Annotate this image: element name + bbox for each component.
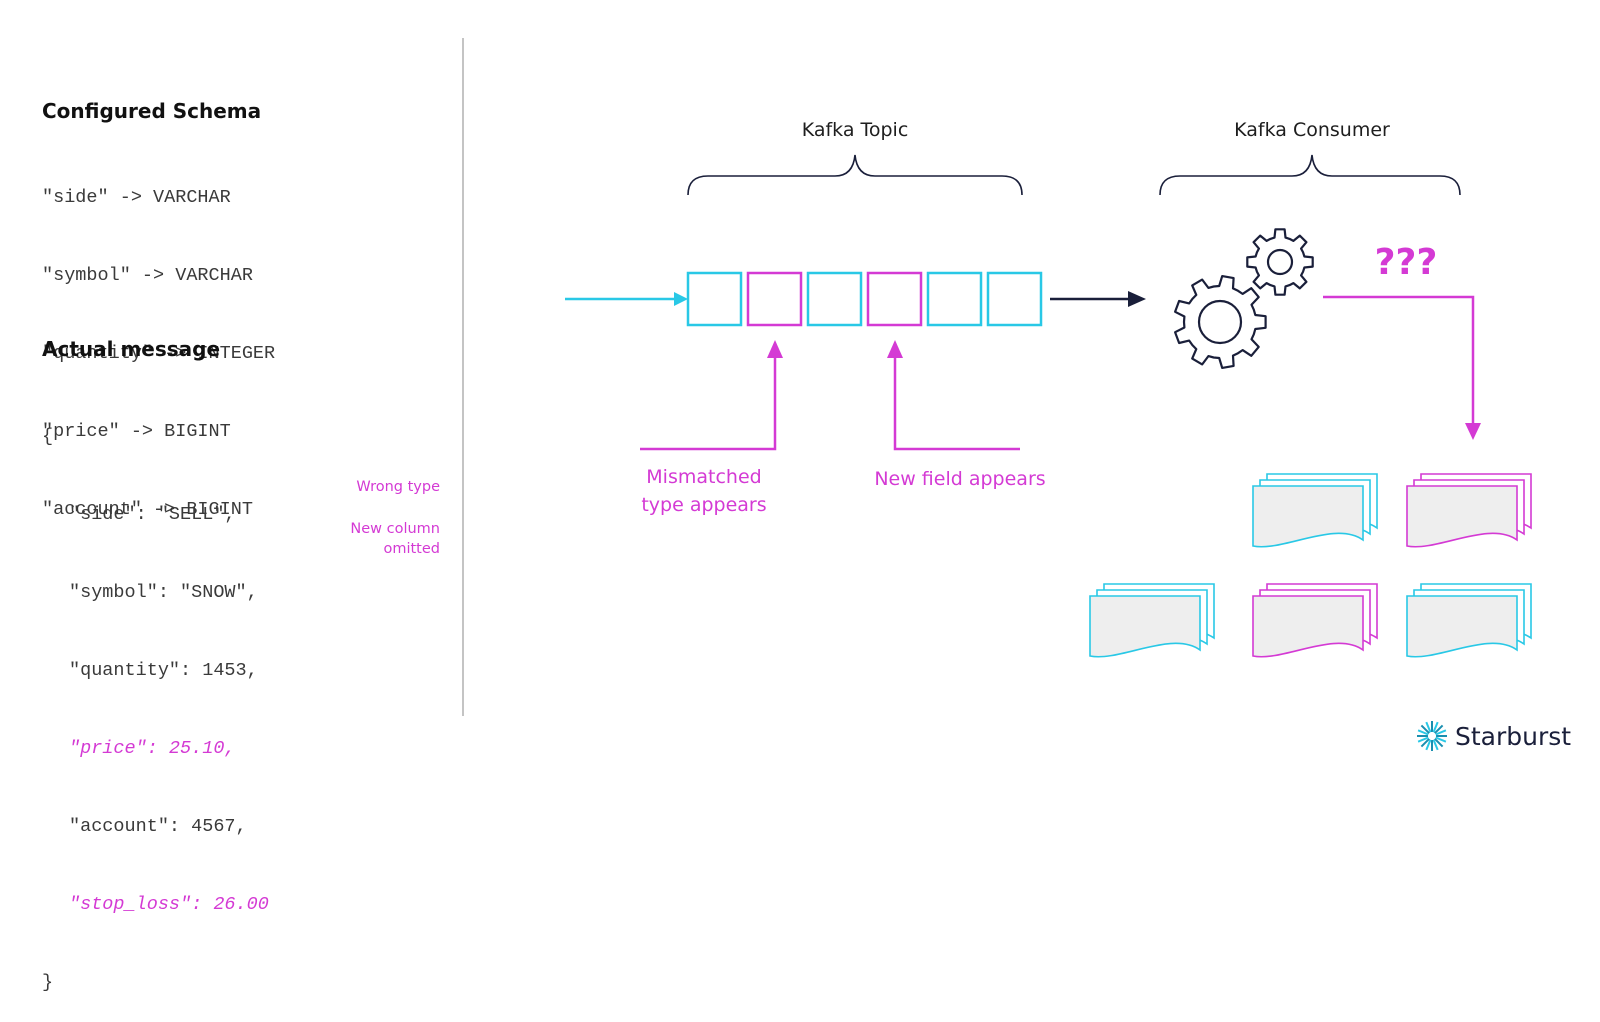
mismatched-type-label-line2: type appears <box>641 494 766 516</box>
note-new-column: New column omitted <box>350 519 440 559</box>
output-file-stack-5 <box>1406 583 1532 658</box>
message-line-quantity: "quantity": 1453, <box>69 660 258 681</box>
actual-message-title: Actual message <box>42 337 221 361</box>
new-field-label: New field appears <box>874 468 1045 490</box>
message-line-symbol: "symbol": "SNOW", <box>69 582 258 603</box>
message-line-price: "price": 25.10, <box>69 738 236 759</box>
starburst-brand-name: Starburst <box>1455 722 1571 751</box>
topic-brace <box>687 154 1023 196</box>
schema-line-symbol: "symbol" -> VARCHAR <box>42 265 253 286</box>
topic-message-5 <box>926 271 983 327</box>
output-file-stack-4 <box>1252 583 1378 658</box>
consumer-brace <box>1159 154 1461 196</box>
starburst-logo-icon <box>1417 721 1447 751</box>
schema-code-block: "side" -> VARCHAR "symbol" -> VARCHAR "q… <box>42 133 275 549</box>
note-wrong-type: Wrong type <box>356 479 440 495</box>
note-new-column-line2: omitted <box>383 541 440 557</box>
message-line-account: "account": 4567, <box>69 816 247 837</box>
incoming-arrow-head <box>674 292 688 306</box>
schema-line-account: "account" -> BIGINT <box>42 499 253 520</box>
message-line-stop-loss: "stop_loss": 26.00 <box>69 894 269 915</box>
gear-small-icon <box>1246 228 1314 296</box>
topic-message-6 <box>986 271 1043 327</box>
panel-divider <box>462 38 464 716</box>
consumer-output-arrow-head <box>1465 423 1481 440</box>
output-file-stack-2 <box>1406 473 1532 548</box>
topic-message-2-mismatched <box>746 271 803 327</box>
new-field-arrow <box>893 358 1020 451</box>
topic-message-3 <box>806 271 863 327</box>
output-file-stack-1 <box>1252 473 1378 548</box>
kafka-topic-label: Kafka Topic <box>802 119 909 141</box>
mismatched-type-arrow <box>640 358 777 451</box>
new-field-arrow-head <box>887 340 903 358</box>
message-open-brace: { <box>42 426 54 447</box>
consumer-output-arrow <box>1323 295 1475 425</box>
schema-line-side: "side" -> VARCHAR <box>42 187 231 208</box>
mismatched-type-label-line1: Mismatched <box>646 466 761 488</box>
kafka-diagram: Kafka Topic Kafka Consumer ??? Mismatche… <box>565 119 1571 751</box>
mismatched-type-arrow-head <box>767 340 783 358</box>
message-close-brace: } <box>42 972 54 993</box>
schema-line-quantity: "quantity" -> INTEGER <box>42 343 276 364</box>
note-new-column-line1: New column <box>350 521 440 537</box>
question-marks: ??? <box>1375 242 1438 283</box>
schema-line-price: "price" -> BIGINT <box>42 421 231 442</box>
output-file-stack-3 <box>1089 583 1215 658</box>
topic-to-consumer-arrow-head <box>1128 291 1146 307</box>
message-line-side: "side": "SELL", <box>69 504 236 525</box>
configured-schema-title: Configured Schema <box>42 99 262 123</box>
gear-large-icon <box>1174 275 1267 369</box>
topic-message-1 <box>686 271 743 327</box>
topic-message-4-new-field <box>866 271 923 327</box>
kafka-consumer-label: Kafka Consumer <box>1234 119 1390 141</box>
